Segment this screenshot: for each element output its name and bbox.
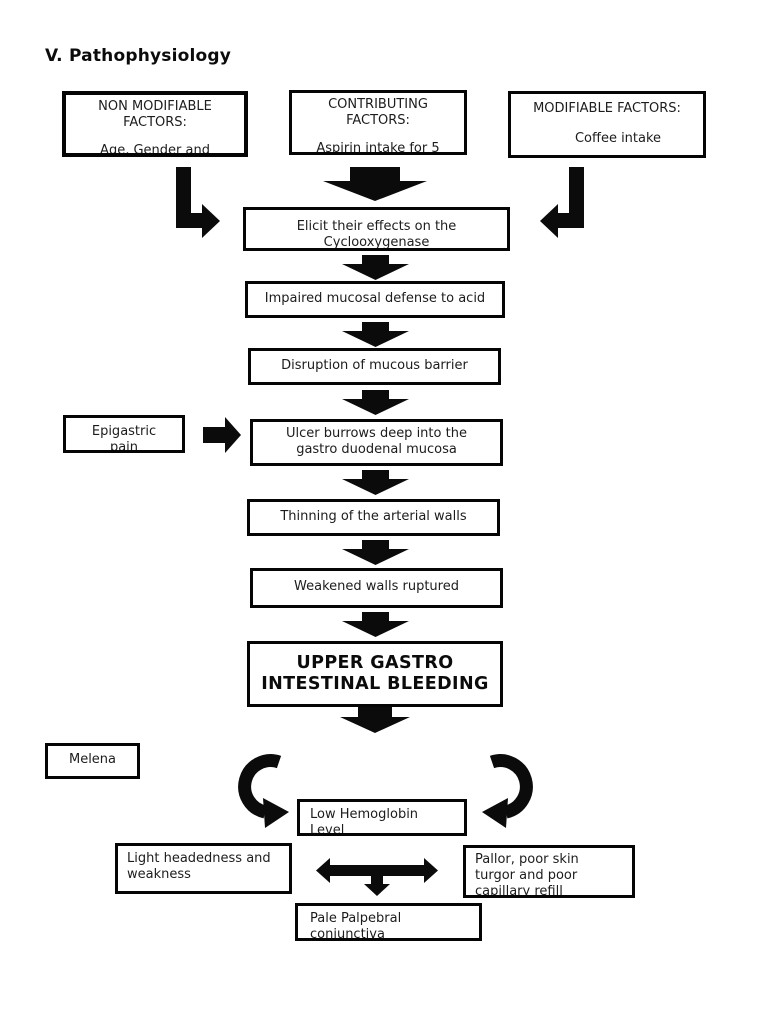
block-right-arrow-icon [203,417,241,453]
node-epigastric-pain: Epigastric pain [63,415,185,453]
node-non-modifiable-factors: NON MODIFIABLE FACTORS: Age, Gender and [62,91,248,157]
node-line: Coffee intake [574,131,662,146]
node-contributing-factors: CONTRIBUTING FACTORS: Aspirin intake for… [289,90,467,155]
node-line: FACTORS: [346,113,410,128]
node-pallor-poor-skin-turgor: Pallor, poor skin turgor and poor capill… [463,845,635,898]
node-line: Pallor, poor skin [475,852,579,867]
node-line: Cyclooxygenase [323,235,430,250]
node-line: Weakened walls ruptured [294,579,459,594]
node-line: Light headedness and [127,851,271,866]
block-down-arrow-icon [323,167,427,201]
node-impaired-mucosal-defense: Impaired mucosal defense to acid [245,281,505,318]
node-line: CONTRIBUTING [328,97,428,112]
node-line: Aspirin intake for 5 [316,141,440,155]
node-elicit-effects: Elicit their effects on the Cyclooxygena… [243,207,510,251]
node-line: Elicit their effects on the [296,219,457,234]
node-line: Disruption of mucous barrier [281,358,468,373]
node-line: Epigastric [91,424,157,439]
elbow-down-left-arrow-icon [540,167,584,238]
node-line: Ulcer burrows deep into the [286,426,467,441]
node-line: Pale Palpebral [310,911,402,926]
node-line: Level [310,823,345,836]
node-pale-palpebral-conjunctiva: Pale Palpebral conjunctiva [295,903,482,941]
node-line: NON MODIFIABLE [98,99,212,114]
node-ulcer-burrows: Ulcer burrows deep into the gastro duode… [250,419,503,466]
node-line: capillary refill [475,884,563,898]
node-thinning-arterial-walls: Thinning of the arterial walls [247,499,500,536]
node-disruption-mucous-barrier: Disruption of mucous barrier [248,348,501,385]
double-ended-branch-arrow-icon [316,858,438,896]
node-modifiable-factors: MODIFIABLE FACTORS: Coffee intake [508,91,706,158]
elbow-down-right-arrow-icon [176,167,220,238]
node-line: Melena [68,752,117,767]
block-down-arrow-icon [340,707,410,733]
node-low-hemoglobin-level: Low Hemoglobin Level [297,799,467,836]
node-line: Age, Gender and [100,143,210,157]
node-weakened-walls-ruptured: Weakened walls ruptured [250,568,503,608]
node-line: gastro duodenal mucosa [296,442,457,457]
node-line: weakness [127,867,191,882]
curved-down-right-arrow-icon [227,752,291,830]
block-down-arrow-icon [342,390,409,415]
node-line: pain [109,440,139,453]
node-line-gap [66,131,244,143]
block-down-arrow-icon [342,322,409,347]
node-line: Thinning of the arterial walls [280,509,467,524]
block-down-arrow-icon [342,255,409,280]
node-line: turgor and poor [475,868,578,883]
node-lightheadedness-weakness: Light headedness and weakness [115,843,292,894]
node-melena: Melena [45,743,140,779]
node-line: UPPER GASTRO [296,653,454,673]
node-line: FACTORS: [123,115,187,130]
page-title: V. Pathophysiology [45,46,232,66]
node-line: Impaired mucosal defense to acid [264,291,486,306]
block-down-arrow-icon [342,612,409,637]
node-line: conjunctiva [310,927,385,941]
node-line-gap [292,129,464,141]
block-down-arrow-icon [342,540,409,565]
node-line: MODIFIABLE FACTORS: [533,101,681,116]
node-line: Low Hemoglobin [310,807,419,822]
node-line: INTESTINAL BLEEDING [261,674,489,694]
block-down-arrow-icon [342,470,409,495]
curved-down-left-arrow-icon [480,752,544,830]
node-line-gap [511,117,703,131]
node-upper-gastro-intestinal-bleeding: UPPER GASTRO INTESTINAL BLEEDING [247,641,503,707]
